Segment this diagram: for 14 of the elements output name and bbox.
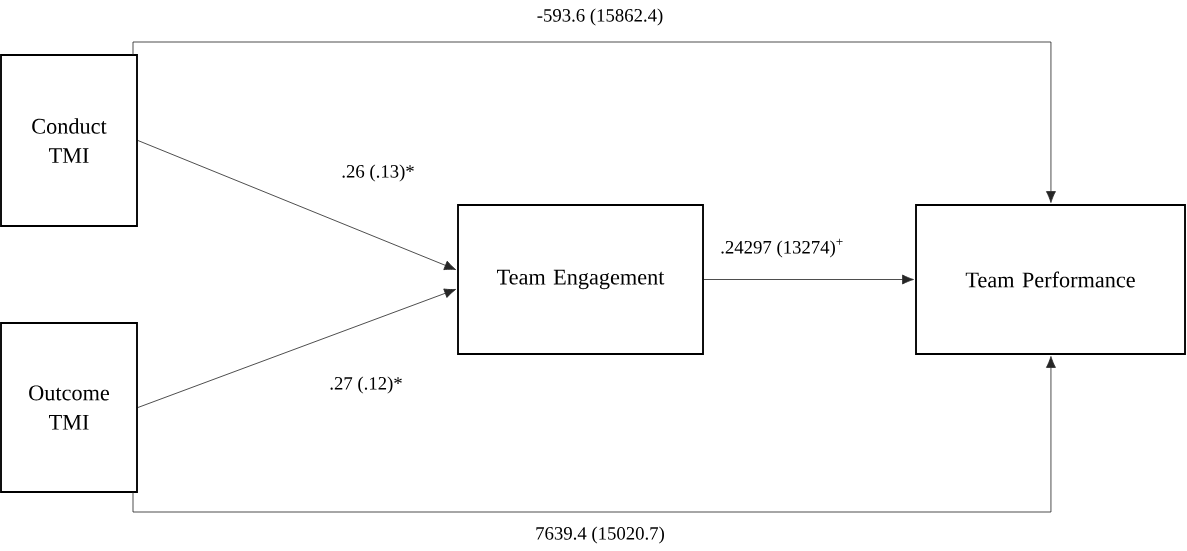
edge-label: .26 (.13)*	[340, 163, 416, 183]
edge-label: 7639.4 (15020.7)	[534, 525, 666, 545]
arrow	[703, 274, 914, 285]
edge-label: .27 (.12)*	[328, 375, 404, 395]
variable-box: Team Performance	[915, 204, 1186, 355]
edge-label: .24297 (13274)$^{+}$	[719, 237, 845, 259]
arrow	[137, 140, 457, 271]
arrow	[132, 41, 1056, 203]
arrow	[132, 356, 1056, 513]
arrow	[137, 288, 457, 408]
variable-box: Team Engagement	[457, 204, 704, 355]
variable-box: Outcome TMI	[0, 322, 138, 493]
variable-box: Conduct TMI	[0, 54, 138, 227]
edge-label: -593.6 (15862.4)	[535, 7, 665, 27]
